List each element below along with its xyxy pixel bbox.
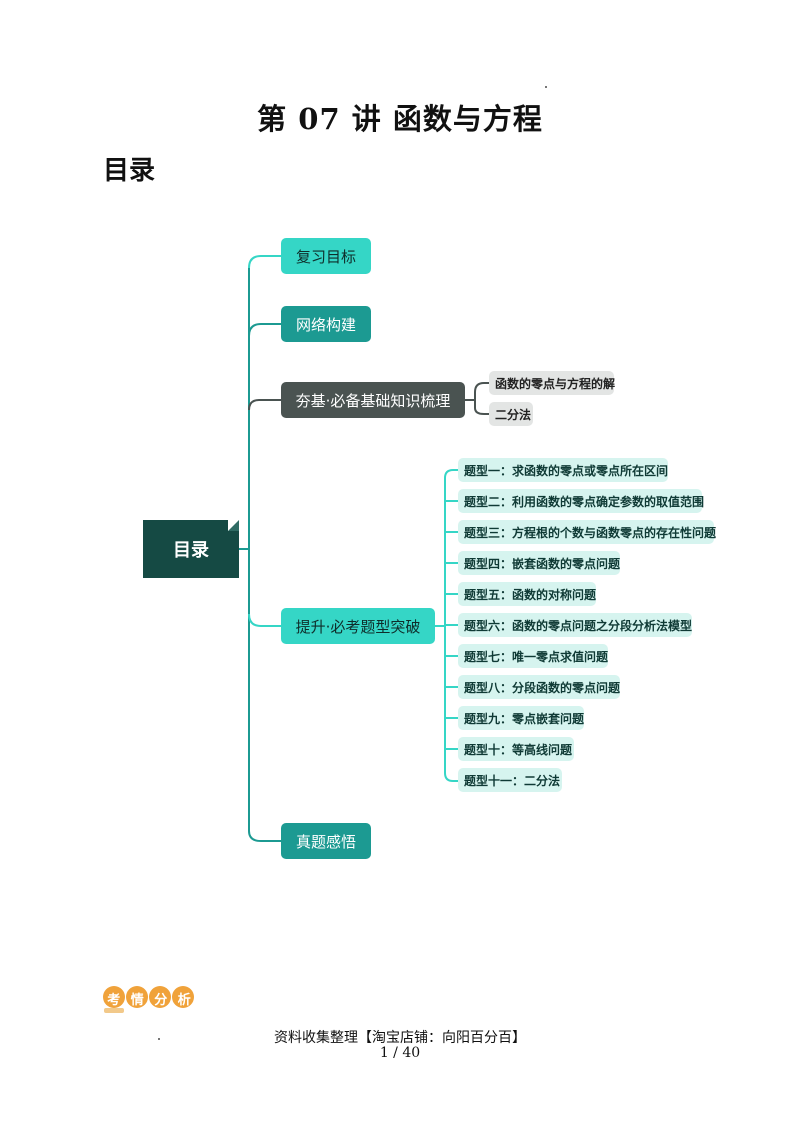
branch-label: 复习目标 <box>295 247 356 266</box>
leaf-question-type-4[interactable]: 题型四：嵌套函数的零点问题 <box>458 551 620 575</box>
speck <box>158 1038 160 1040</box>
exam-analysis-badge-icon <box>103 986 194 1008</box>
leaf-function-zero[interactable]: 函数的零点与方程的解 <box>489 371 615 395</box>
branch-label: 提升·必考题型突破 <box>295 617 421 636</box>
branch-label: 真题感悟 <box>295 832 356 851</box>
leaf-bisection[interactable]: 二分法 <box>489 402 533 426</box>
root-label: 目录 <box>173 540 209 561</box>
leaf-question-type-9[interactable]: 题型九：零点嵌套问题 <box>458 706 584 730</box>
leaf-question-type-1[interactable]: 题型一：求函数的零点或零点所在区间 <box>458 458 668 482</box>
leaf-question-type-10[interactable]: 题型十：等高线问题 <box>458 737 574 761</box>
badge-char: 析 <box>177 992 191 1008</box>
leaf-question-type-3[interactable]: 题型三：方程根的个数与函数零点的存在性问题 <box>458 520 716 544</box>
badge-char: 考 <box>107 992 121 1008</box>
branch-real-exam[interactable]: 真题感悟 <box>281 823 371 859</box>
page-fold-icon <box>228 520 239 531</box>
leaf-question-type-7[interactable]: 题型七：唯一零点求值问题 <box>458 644 608 668</box>
mindmap-root-node: 目录 <box>143 520 239 578</box>
speck <box>545 86 547 88</box>
badge-underline <box>104 1008 124 1013</box>
toc-heading: 目录 <box>103 156 156 186</box>
leaf-question-type-11[interactable]: 题型十一：二分法 <box>458 768 562 792</box>
branch-basic-knowledge[interactable]: 夯基·必备基础知识梳理 <box>281 382 465 418</box>
branch-label: 夯基·必备基础知识梳理 <box>295 391 451 410</box>
branch-question-types[interactable]: 提升·必考题型突破 <box>281 608 435 644</box>
footer-source-line: 资料收集整理【淘宝店铺：向阳百分百】 <box>274 1030 526 1046</box>
badge-char: 情 <box>130 992 144 1008</box>
page-indicator: 1 / 40 <box>379 1045 421 1061</box>
branch-network-build[interactable]: 网络构建 <box>281 306 371 342</box>
exam-analysis-badge: 考 情 分 析 <box>102 984 196 1012</box>
branch-review-goals[interactable]: 复习目标 <box>281 238 371 274</box>
branch-label: 网络构建 <box>295 315 356 334</box>
document-title: 第 07 讲 函数与方程 <box>257 102 543 136</box>
leaf-question-type-2[interactable]: 题型二：利用函数的零点确定参数的取值范围 <box>458 489 704 513</box>
leaf-question-type-6[interactable]: 题型六：函数的零点问题之分段分析法模型 <box>458 613 692 637</box>
leaf-question-type-5[interactable]: 题型五：函数的对称问题 <box>458 582 596 606</box>
badge-char: 分 <box>154 992 168 1008</box>
leaf-question-type-8[interactable]: 题型八：分段函数的零点问题 <box>458 675 620 699</box>
